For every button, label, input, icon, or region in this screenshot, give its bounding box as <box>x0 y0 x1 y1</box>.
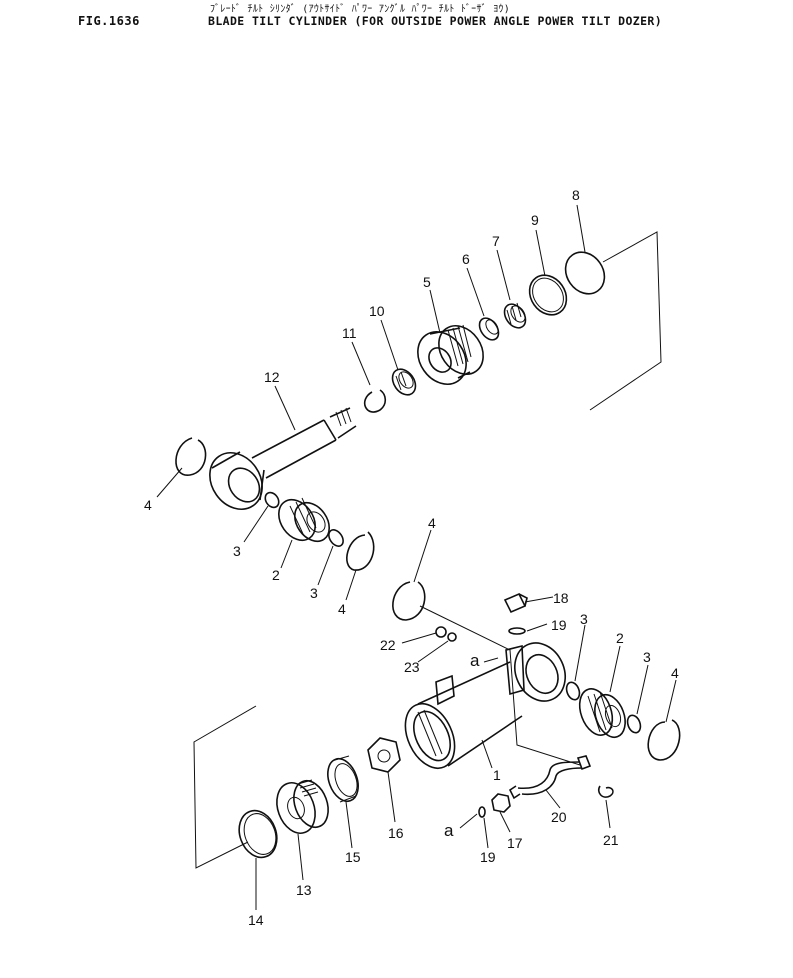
callout-22: 22 <box>380 637 396 653</box>
leader-lines-lower <box>255 529 677 910</box>
callout-16: 16 <box>388 825 404 841</box>
part-5-cylinder-head <box>417 324 484 385</box>
part-2-piston-b <box>578 688 626 739</box>
callout-a-1: a <box>470 651 480 670</box>
part-3-o-ring-c <box>565 681 581 701</box>
part-8-o-ring <box>564 251 606 295</box>
part-19-o-ring-a <box>508 627 526 635</box>
part-21-clamp <box>597 785 614 798</box>
callout-6: 6 <box>462 251 470 267</box>
callout-labels: 8 9 7 6 5 10 11 12 4 3 2 3 4 4 18 19 22 … <box>144 187 679 928</box>
callout-18: 18 <box>553 590 569 606</box>
part-4-snap-ring-a <box>175 437 207 476</box>
callout-1: 1 <box>493 767 501 783</box>
callout-3-b: 3 <box>310 585 318 601</box>
callout-12: 12 <box>264 369 280 385</box>
part-4-snap-ring-c <box>392 581 426 621</box>
guide-line <box>419 605 581 766</box>
callout-10: 10 <box>369 303 385 319</box>
title-japanese: ﾌﾞﾚｰﾄﾞ ﾁﾙﾄ ｼﾘﾝﾀﾞ (ｱｳﾄｻｲﾄﾞ ﾊﾟﾜｰ ｱﾝｸﾞﾙ ﾊﾟﾜ… <box>210 4 511 15</box>
callout-17: 17 <box>507 835 523 851</box>
callout-4-d: 4 <box>671 665 679 681</box>
callout-3-c: 3 <box>580 611 588 627</box>
part-23-washer <box>447 632 457 642</box>
callout-11: 11 <box>342 325 357 341</box>
group-bracket-lower <box>193 705 257 869</box>
callout-19-a: 19 <box>551 617 567 633</box>
callout-3-d: 3 <box>643 649 651 665</box>
callout-13: 13 <box>296 882 312 898</box>
part-10-packing <box>391 368 417 396</box>
callout-14: 14 <box>248 912 264 928</box>
callout-19-b: 19 <box>480 849 496 865</box>
part-3-o-ring-b <box>328 529 344 547</box>
part-6-bushing <box>478 317 500 341</box>
part-15-ring <box>327 755 359 803</box>
part-16-nut <box>367 737 401 773</box>
part-11-snap-ring <box>363 389 387 413</box>
part-19-o-ring-b <box>478 806 486 818</box>
leader-lines-upper <box>156 204 586 601</box>
callout-4-b: 4 <box>338 601 346 617</box>
part-3-o-ring-d <box>626 714 642 734</box>
callout-15: 15 <box>345 849 361 865</box>
callout-2-b: 2 <box>616 630 624 646</box>
part-4-snap-ring-b <box>346 531 375 571</box>
callout-9: 9 <box>531 212 539 228</box>
part-17-fitting <box>491 793 511 813</box>
part-7-seal <box>503 302 527 329</box>
callout-7: 7 <box>492 233 500 249</box>
callout-21: 21 <box>603 832 619 848</box>
figure-number: FIG.1636 <box>78 14 140 28</box>
part-2-piston-a <box>278 497 331 543</box>
part-20-tube <box>508 755 592 800</box>
callout-a-2: a <box>444 821 454 840</box>
callout-20: 20 <box>551 809 567 825</box>
part-3-o-ring-a <box>264 491 280 509</box>
part-22-nut <box>435 626 447 638</box>
callout-2-a: 2 <box>272 567 280 583</box>
callout-4-a: 4 <box>144 497 152 513</box>
callout-3-a: 3 <box>233 543 241 559</box>
callout-23: 23 <box>404 659 420 675</box>
title-english: BLADE TILT CYLINDER (FOR OUTSIDE POWER A… <box>208 14 663 28</box>
part-14-wear-ring <box>238 809 278 859</box>
part-1-cylinder-tube <box>404 642 566 769</box>
callout-5: 5 <box>423 274 431 290</box>
part-4-snap-ring-d <box>647 719 681 761</box>
group-bracket-upper <box>589 231 662 411</box>
callout-8: 8 <box>572 187 580 203</box>
part-9-backup-ring <box>528 274 568 316</box>
part-13-piston <box>276 779 329 834</box>
part-12-piston-rod <box>209 407 357 510</box>
callout-4-c: 4 <box>428 515 436 531</box>
part-18-elbow <box>503 592 528 614</box>
